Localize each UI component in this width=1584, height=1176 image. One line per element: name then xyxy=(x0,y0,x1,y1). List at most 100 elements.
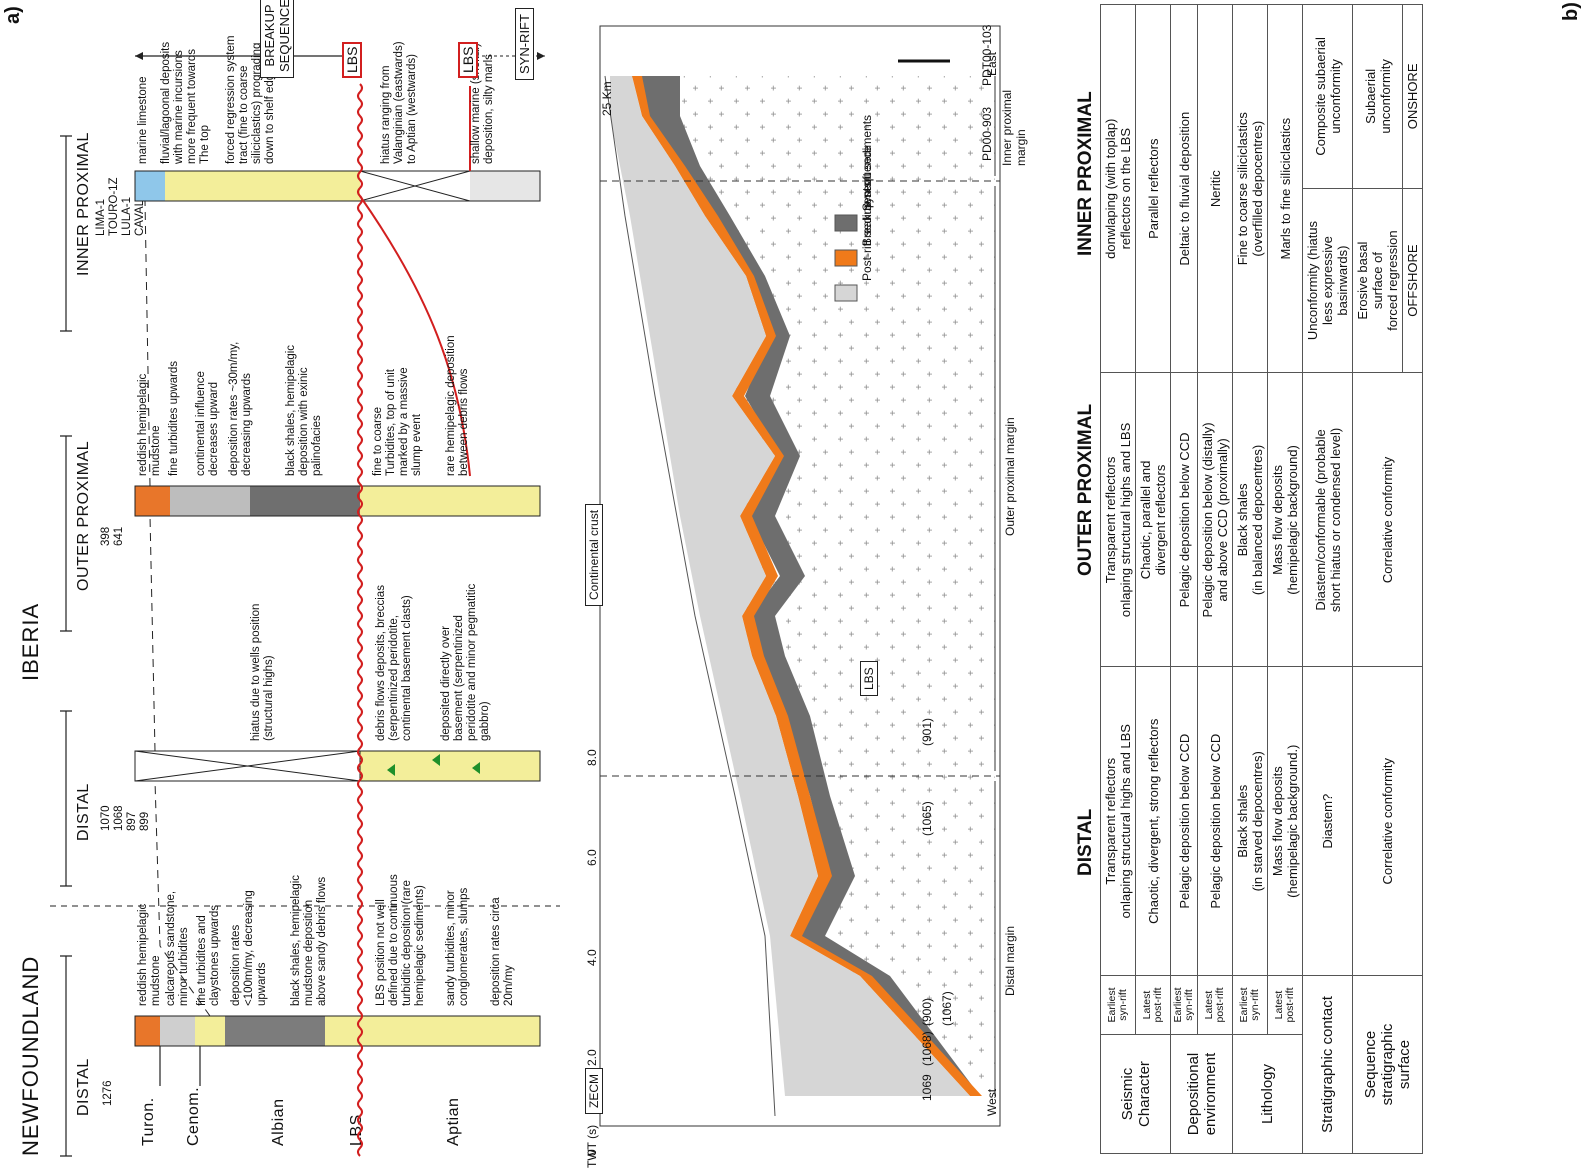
row-seismic-1: Seismic Character Earliest syn-rift Tran… xyxy=(1100,4,1171,1154)
cell-env-outer-1: Pelagic deposition below CCD xyxy=(1170,372,1198,667)
strat-columns-svg xyxy=(50,52,560,1157)
cell-seismic-outer-2: Chaotic, parallel and divergent reflecto… xyxy=(1135,372,1171,667)
note-ip-4: hiatus ranging from Valanginian (eastwar… xyxy=(380,41,418,164)
cell-lith-outer-1: Black shales (in balanced depocentres) xyxy=(1232,372,1268,667)
cell-offshore: OFFSHORE xyxy=(1402,188,1423,373)
note-nf-6: LBS position not well defined due to con… xyxy=(375,874,426,1006)
note-op-5: black shales, hemipelagic deposition wit… xyxy=(285,344,323,476)
cell-lith-distal-2: Mass flow deposits (hemipelagic backgrou… xyxy=(1267,666,1303,976)
margin-inner: Inner proximal margin xyxy=(1000,89,1028,166)
well-1068: (1068) xyxy=(920,1031,934,1066)
tick-2: 2.0 xyxy=(585,1049,599,1066)
well-1067: (1067) xyxy=(940,991,954,1026)
note-nf-7: sandy turbidites, minor conglomerates, s… xyxy=(445,887,470,1006)
seismic-section-svg: + + xyxy=(599,25,1001,1127)
note-nf-4: deposition rates <100m/my, decreasing up… xyxy=(230,890,268,1006)
note-op-4: deposition rates ~30m/my, decreasing upw… xyxy=(228,341,253,476)
note-nf-5: black shales, hemipelagic mudstone depos… xyxy=(290,874,328,1006)
note-op-1: reddish hemipelagic mudstone xyxy=(137,373,162,476)
column-nf-distal xyxy=(134,1015,541,1047)
tbl-header-distal: DISTAL xyxy=(1075,808,1096,876)
axis-title: TWT (s) xyxy=(585,1124,599,1168)
tick-6: 6.0 xyxy=(585,849,599,866)
zecm-label: ZECM xyxy=(585,1068,603,1114)
cell-seismic-distal-1: Transparent reflectors onlaping structur… xyxy=(1100,666,1136,976)
tbl-header-inner: INNER PROXIMAL xyxy=(1075,91,1096,256)
breakup-sequence-box: BREAKUP SEQUENCE xyxy=(260,0,294,78)
row-label-strat: Stratigraphic contact xyxy=(1302,975,1353,1154)
well-1065: (1065) xyxy=(920,801,934,836)
note-op-7: rare hemipelagic deposition between debr… xyxy=(445,335,470,476)
cell-strat-outer: Diastem/conformable (probable short hiat… xyxy=(1302,372,1353,667)
cell-seq-outer: Correlative conformity xyxy=(1352,372,1423,667)
row-label-env: Depositional environment xyxy=(1170,1034,1233,1154)
note-nf-8: deposition rates circa 20m/my xyxy=(490,897,515,1006)
cell-seismic-inner-2: Parallel reflectors xyxy=(1135,4,1171,373)
cell-env-distal-2: Pelagic deposition below CCD xyxy=(1197,666,1233,976)
well-901: (901) xyxy=(920,717,934,746)
sub-lith-latest: Latest post-rift xyxy=(1267,975,1303,1035)
cell-strat-inner-offshore: Unconformity (hiatus less expressive bas… xyxy=(1302,188,1353,373)
row-label-seismic: Seismic Character xyxy=(1100,1034,1171,1154)
sub-seismic-earliest: Earliest syn-rift xyxy=(1100,975,1136,1035)
tick-8: 8.0 xyxy=(585,749,599,766)
note-ip-1: marine limestone xyxy=(137,76,149,164)
margin-outer: Outer proximal margin xyxy=(1003,417,1017,536)
row-lith-2: Latest post-rift Mass flow deposits (hem… xyxy=(1267,4,1303,1154)
note-op-2: fine turbidites upwards xyxy=(168,360,180,476)
cell-seq-distal: Correlative conformity xyxy=(1352,666,1423,976)
summary-table: Seismic Character Earliest syn-rift Tran… xyxy=(1100,4,1423,1154)
well-1069: 1069 xyxy=(920,1074,934,1101)
row-lith-1: Lithology Earliest syn-rift Black shales… xyxy=(1232,4,1303,1154)
cell-lith-inner-2: Marls to fine siliciclastics xyxy=(1267,4,1303,373)
cell-seq-inner-onshore: Subaerial unconformity xyxy=(1352,4,1403,189)
tick-4: 4.0 xyxy=(585,949,599,966)
cell-strat-inner-onshore: Composite subaerial unconformity xyxy=(1302,4,1353,189)
cell-env-distal-1: Pelagic deposition below CCD xyxy=(1170,666,1198,976)
row-env-1: Depositional environment Earliest syn-ri… xyxy=(1170,4,1233,1154)
tbl-header-outer: OUTER PROXIMAL xyxy=(1075,403,1096,576)
column-ib-distal xyxy=(134,750,541,782)
note-ibd-1: hiatus due to wells position (structural… xyxy=(250,603,275,741)
scale-label: 25 Km xyxy=(600,81,614,116)
cell-seismic-inner-1: donwlaping (with toplap) reflectors on t… xyxy=(1100,4,1136,373)
sub-seismic-latest: Latest post-rift xyxy=(1135,975,1171,1035)
legend-syn-rift: Syn-rift sediments xyxy=(860,114,874,211)
cell-seq-inner-offshore: Erosive basal surface of forced regressi… xyxy=(1352,188,1403,373)
cell-strat-distal: Diastem? xyxy=(1302,666,1353,976)
row-seq-surface: Sequence stratigraphic surface Correlati… xyxy=(1352,4,1423,1154)
note-op-6: fine to coarse Turbidites, top of unit m… xyxy=(372,367,423,476)
cell-seismic-outer-1: Transparent reflectors onlaping structur… xyxy=(1100,372,1136,667)
row-label-lith: Lithology xyxy=(1232,1034,1303,1154)
cell-lith-distal-1: Black shales (in starved depocentres) xyxy=(1232,666,1268,976)
row-env-2: Latest post-rift Pelagic deposition belo… xyxy=(1197,4,1233,1154)
profile-pdt00-103: PDT00-103 xyxy=(980,24,994,86)
cell-lith-outer-2: Mass flow deposits (hemipelagic backgrou… xyxy=(1267,372,1303,667)
row-seismic-2: Latest post-rift Chaotic, divergent, str… xyxy=(1135,4,1171,1154)
cell-lith-inner-1: Fine to coarse siliciclastics (overfille… xyxy=(1232,4,1268,373)
note-ibd-2: debris flows deposits, breccias (serpent… xyxy=(375,585,413,741)
margin-distal: Distal margin xyxy=(1003,925,1017,996)
well-900: (900) xyxy=(920,997,934,1026)
cell-env-inner-1: Deltaic to fluvial deposition xyxy=(1170,4,1198,373)
note-nf-3: fine turbidites and claystones upwards xyxy=(196,905,221,1006)
lbs-box-lower: LBS xyxy=(458,41,478,78)
column-inner-proximal xyxy=(134,170,541,202)
profile-pd00-903: PD00-903 xyxy=(980,106,994,161)
row-strat-contact: Stratigraphic contact Diastem? Diastem/c… xyxy=(1302,4,1353,1154)
label-west: West xyxy=(985,1088,999,1116)
note-op-3: continental influence decreases upward xyxy=(195,371,220,476)
cell-onshore: ONSHORE xyxy=(1402,4,1423,189)
sub-env-earliest: Earliest syn-rift xyxy=(1170,975,1198,1035)
sub-lith-earliest: Earliest syn-rift xyxy=(1232,975,1268,1035)
note-nf-2: calcareous sandstone, minor turbidites xyxy=(165,890,190,1006)
lbs-box-upper: LBS xyxy=(342,41,362,78)
cell-seismic-distal-2: Chaotic, divergent, strong reflectors xyxy=(1135,666,1171,976)
cell-env-outer-2: Pelagic deposition below (distally) and … xyxy=(1197,372,1233,667)
continental-crust-label: Continental crust xyxy=(585,503,603,606)
column-outer-proximal xyxy=(134,485,541,517)
sub-env-latest: Latest post-rift xyxy=(1197,975,1233,1035)
syn-rift-box: SYN-RIFT xyxy=(515,8,534,80)
note-nf-1: reddish hemipelagic mudstone xyxy=(137,903,162,1006)
